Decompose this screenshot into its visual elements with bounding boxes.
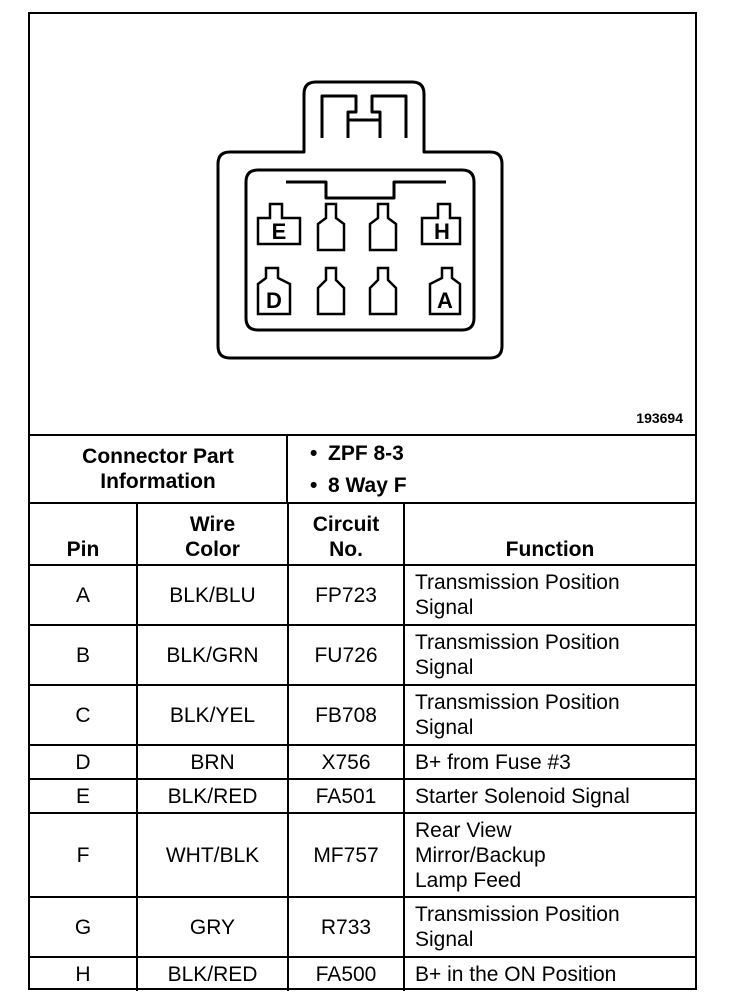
wire-color-cell: GRY [136,896,289,958]
header-function: Function [403,504,695,566]
table-row: E BLK/RED FA501 Starter Solenoid Signal [30,778,695,814]
function-cell: Transmission Position Signal [403,684,695,746]
terminal-h [420,202,462,246]
wire-color-cell: BLK/RED [136,778,289,814]
circuit-cell: X756 [287,744,405,780]
pin-table: Pin Wire Color Circuit No. Function A BL… [30,504,695,991]
wire-color-cell: BLK/RED [136,956,289,991]
pin-cell: H [30,956,138,991]
connector-housing [216,80,504,360]
connector-figure: E H D A 193694 [30,14,695,434]
figure-number: 193694 [636,410,683,426]
function-cell: Rear View Mirror/Backup Lamp Feed [403,812,695,898]
pin-cell: A [30,564,138,626]
header-circuit-no: Circuit No. [287,504,405,566]
pin-cell: F [30,812,138,898]
connector-info-item: ZPF 8-3 [288,438,407,470]
pin-cell: G [30,896,138,958]
function-cell: Transmission Position Signal [403,564,695,626]
circuit-cell: R733 [287,896,405,958]
circuit-cell: FU726 [287,624,405,686]
function-cell: Transmission Position Signal [403,624,695,686]
diagram-frame: E H D A 193694 Connector Part Informatio… [28,12,697,991]
terminal-d [256,266,292,316]
wire-color-cell: BLK/GRN [136,624,289,686]
circuit-cell: MF757 [287,812,405,898]
wire-color-cell: BLK/BLU [136,564,289,626]
pin-label-a: A [437,288,453,313]
table-row: H BLK/RED FA500 B+ in the ON Position [30,956,695,991]
pin-cell: E [30,778,138,814]
table-row: F WHT/BLK MF757 Rear View Mirror/Backup … [30,812,695,898]
terminal-e [256,202,302,246]
terminal-f [316,202,346,252]
table-row: B BLK/GRN FU726 Transmission Position Si… [30,624,695,686]
header-wire-color: Wire Color [136,504,289,566]
circuit-cell: FP723 [287,564,405,626]
connector-info-label: Connector Part Information [30,436,288,502]
pin-cell: D [30,744,138,780]
function-cell: B+ in the ON Position [403,956,695,991]
wire-color-cell: BLK/YEL [136,684,289,746]
circuit-cell: FB708 [287,684,405,746]
terminal-a [428,266,462,316]
table-row: A BLK/BLU FP723 Transmission Position Si… [30,564,695,626]
pin-label-d: D [266,288,282,313]
pin-table-header: Pin Wire Color Circuit No. Function [30,504,695,566]
table-row: G GRY R733 Transmission Position Signal [30,896,695,958]
connector-drawing: E H D A [216,80,504,360]
pin-cell: B [30,624,138,686]
pin-cell: C [30,684,138,746]
circuit-cell: FA500 [287,956,405,991]
function-cell: Starter Solenoid Signal [403,778,695,814]
wire-color-cell: BRN [136,744,289,780]
key-ridge [286,180,446,200]
function-cell: Transmission Position Signal [403,896,695,958]
table-row: D BRN X756 B+ from Fuse #3 [30,744,695,780]
inner-cavity [244,168,476,332]
locking-tab [320,94,408,138]
pin-label-h: H [434,219,450,244]
terminal-b [368,266,398,316]
header-pin: Pin [30,504,138,566]
connector-part-info: Connector Part Information ZPF 8-3 8 Way… [30,434,695,504]
terminal-g [368,202,398,252]
table-row: C BLK/YEL FB708 Transmission Position Si… [30,684,695,746]
pin-label-e: E [272,219,287,244]
connector-info-list: ZPF 8-3 8 Way F [288,438,407,502]
terminal-c [316,266,346,316]
circuit-cell: FA501 [287,778,405,814]
connector-info-item: 8 Way F [288,470,407,502]
function-cell: B+ from Fuse #3 [403,744,695,780]
wire-color-cell: WHT/BLK [136,812,289,898]
